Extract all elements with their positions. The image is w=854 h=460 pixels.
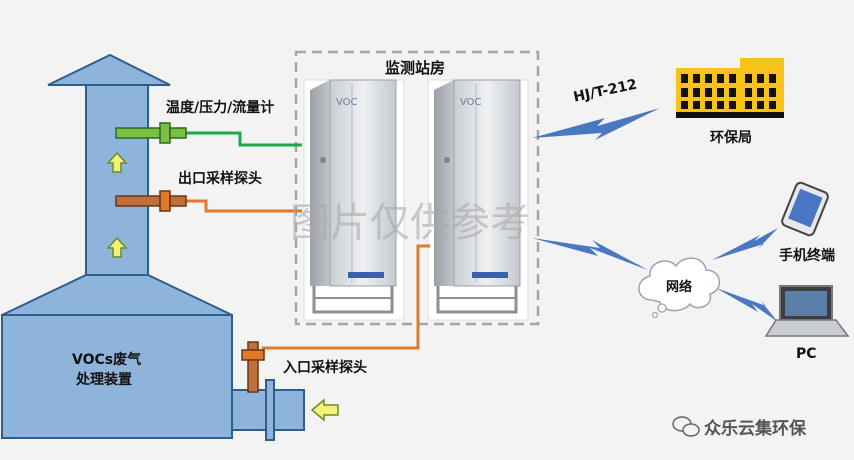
inlet-flange [265, 379, 275, 441]
reference-watermark: 图片仅供参考 [290, 200, 530, 246]
cabinet-2-brand: VOC [460, 97, 482, 108]
voc-device-label-line1: VOCs废气 [72, 352, 142, 368]
green-signal-line [186, 131, 302, 147]
temp-pressure-flow-label: 温度/压力/流量计 [166, 100, 275, 116]
network-cloud-icon [638, 257, 720, 319]
laptop-pc-icon [764, 285, 850, 337]
flow-up-arrow-icon [106, 151, 128, 173]
lightning-bolt-icon [532, 108, 660, 140]
stack-hood [1, 274, 233, 316]
brand-watermark: 众乐云集环保 [704, 419, 806, 439]
flow-meter-icon [115, 122, 187, 144]
inlet-probe-icon [241, 341, 265, 393]
mobile-label: 手机终端 [779, 248, 835, 264]
network-label: 网络 [666, 280, 693, 295]
cabinet-1-brand: VOC [336, 97, 358, 108]
outlet-probe-icon [115, 190, 187, 212]
station-room-border [294, 50, 540, 326]
lightning-bolt-icon [716, 288, 778, 322]
analyzer-cabinet-2 [427, 79, 529, 321]
flow-up-arrow-icon [106, 236, 128, 258]
outlet-sample-line [186, 199, 302, 213]
voc-device-label-line2: 处理装置 [76, 372, 132, 388]
wechat-icon [672, 416, 700, 437]
analyzer-cabinet-1 [303, 79, 405, 321]
station-room-title: 监测站房 [385, 59, 446, 77]
flow-left-arrow-icon [310, 398, 339, 422]
mobile-phone-icon [781, 181, 829, 237]
lightning-bolt-icon [532, 238, 648, 270]
epb-building-icon [676, 58, 784, 118]
pc-label: PC [796, 346, 817, 362]
inlet-probe-label: 入口采样探头 [283, 360, 367, 376]
voc-treatment-box [1, 314, 233, 439]
inlet-sample-line [262, 244, 430, 350]
exhaust-stack [1, 53, 339, 441]
epb-label: 环保局 [710, 130, 752, 146]
stack-top-arrow-icon [47, 53, 171, 86]
lightning-bolt-icon [712, 228, 778, 260]
outlet-probe-label: 出口采样探头 [178, 171, 262, 187]
